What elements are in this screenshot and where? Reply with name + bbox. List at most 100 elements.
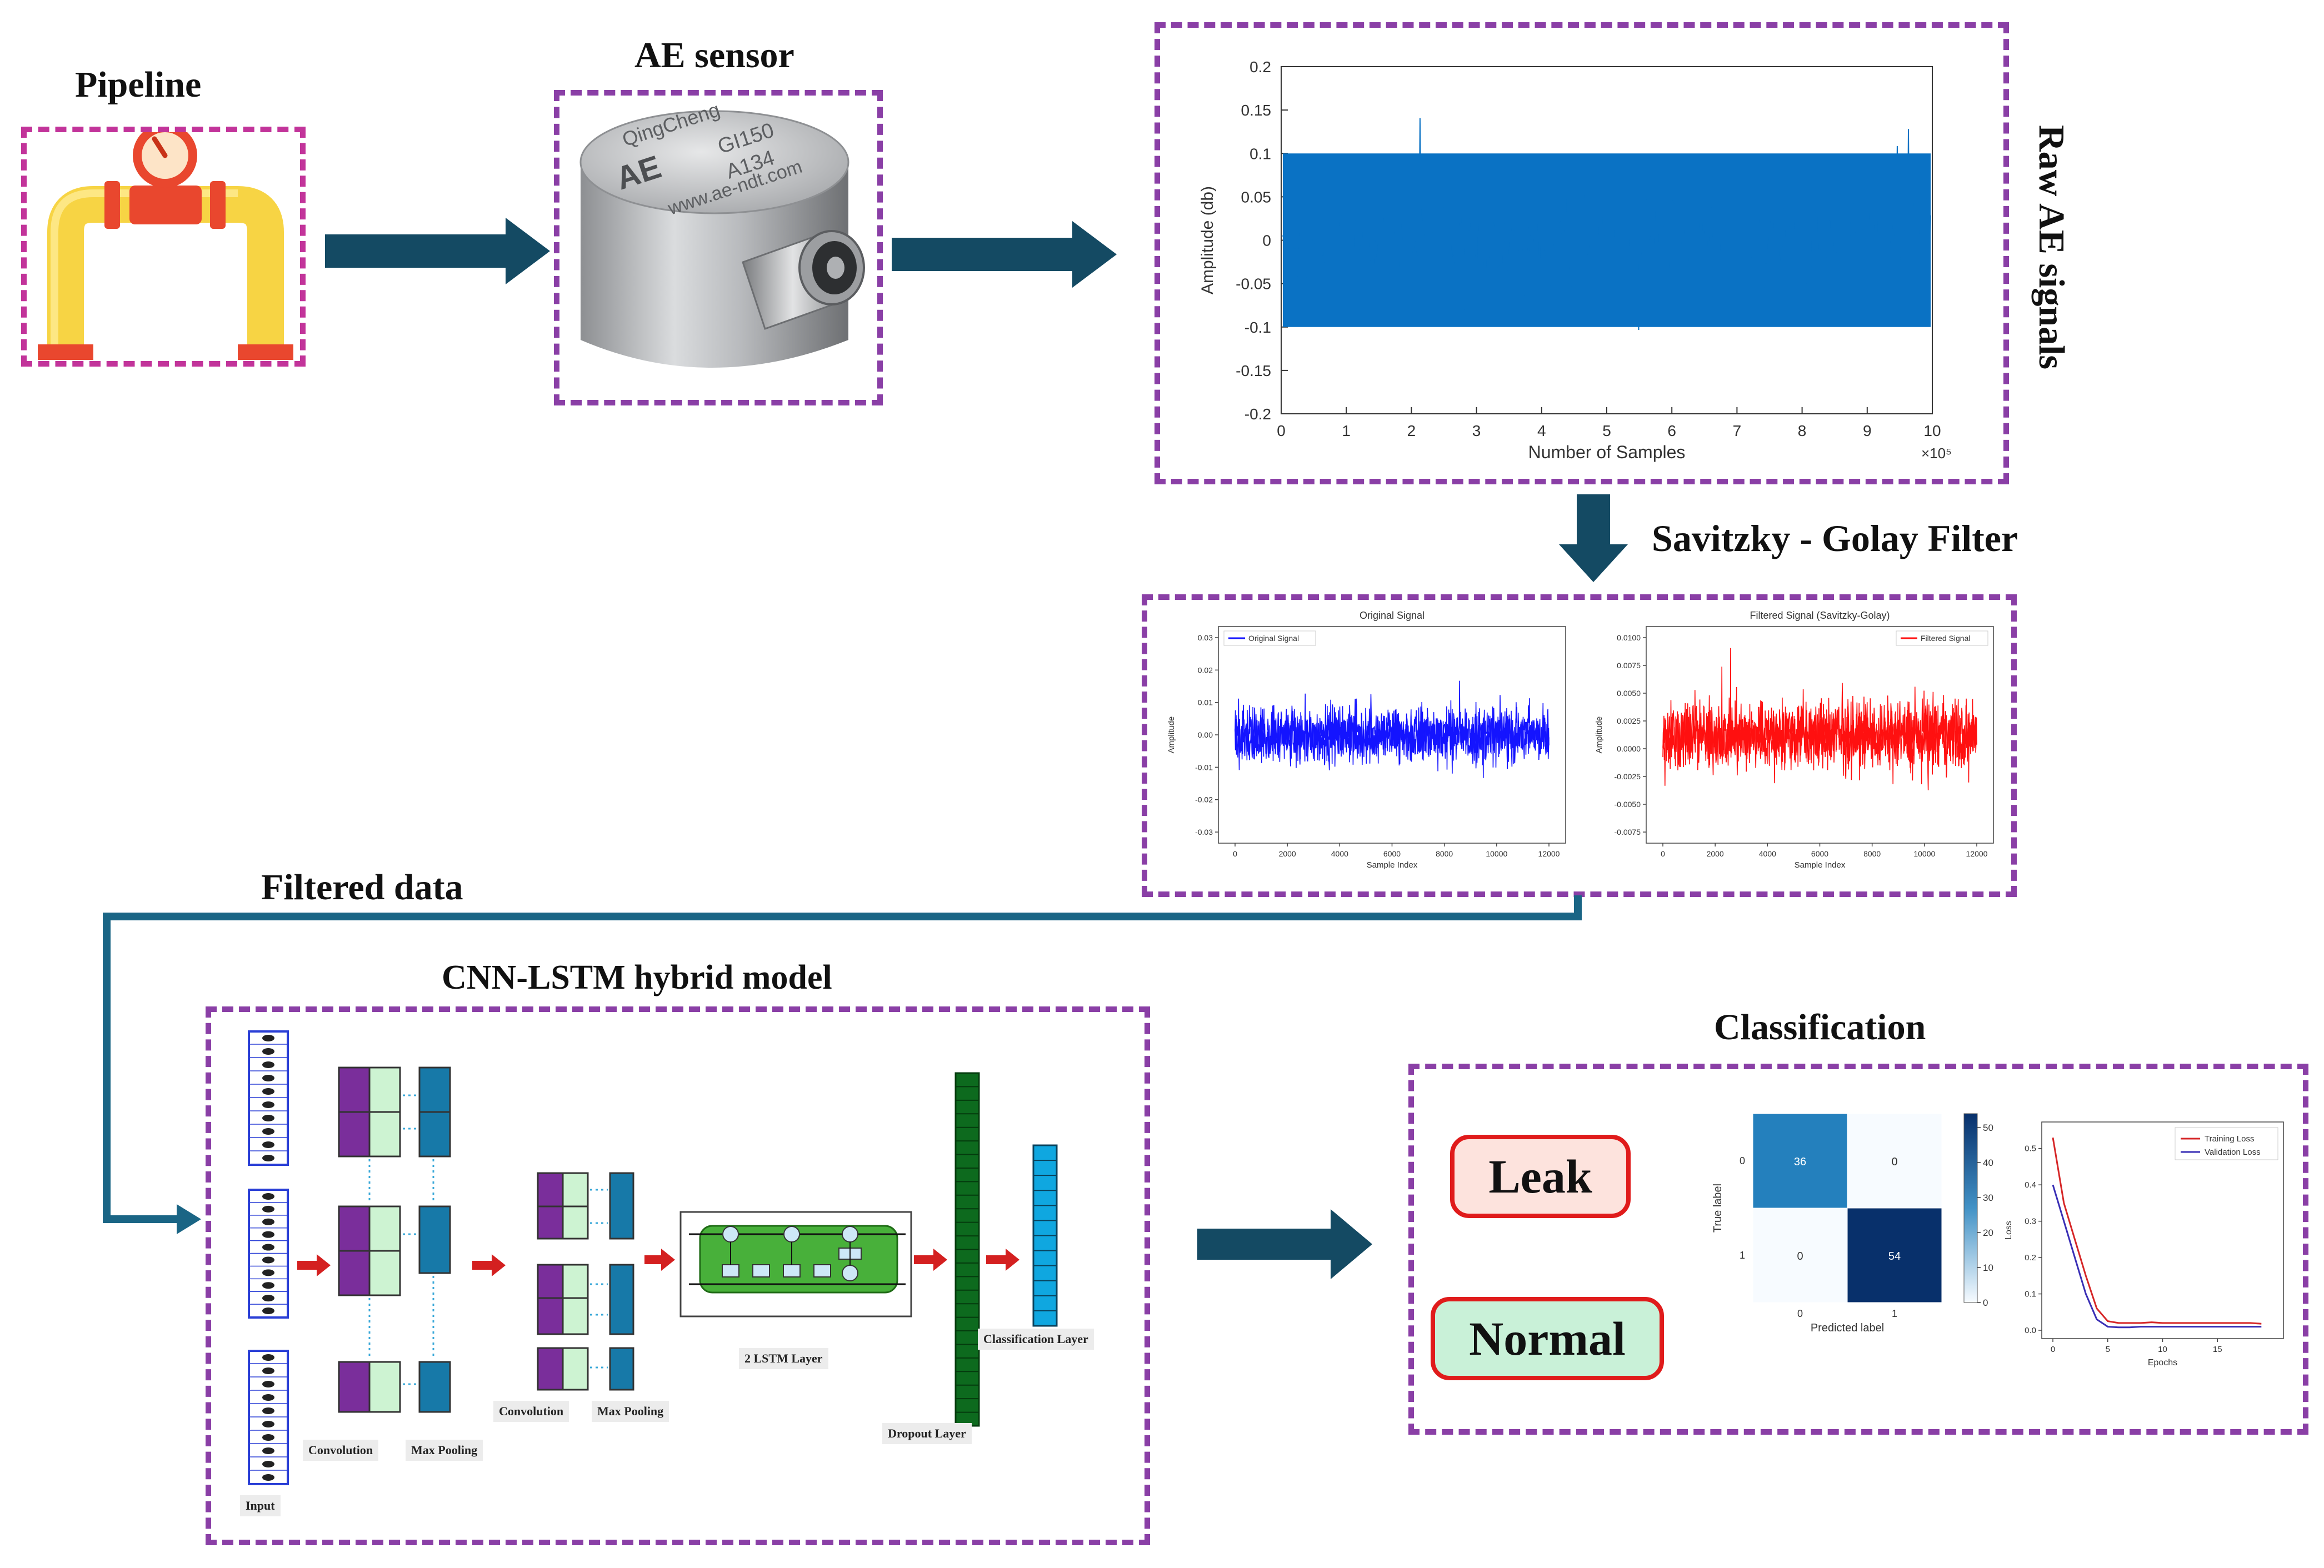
classification-layer-block bbox=[1032, 1144, 1058, 1327]
raw-x-tick-label: 7 bbox=[1733, 422, 1742, 439]
filt-y-tick-label: 0.0000 bbox=[1617, 744, 1641, 753]
pipeline-box bbox=[21, 127, 306, 367]
convolution-block-2 bbox=[537, 1172, 589, 1391]
filt-x-axis-label: Sample Index bbox=[1795, 860, 1846, 870]
pooling-block-1 bbox=[418, 1066, 451, 1413]
orig-x-tick-label: 2000 bbox=[1279, 849, 1296, 858]
raw-x-tick-label: 5 bbox=[1602, 422, 1611, 439]
raw-x-tick-label: 8 bbox=[1798, 422, 1807, 439]
loss-legend bbox=[2175, 1127, 2278, 1160]
orig-legend-label: Original Signal bbox=[1248, 634, 1299, 643]
raw-x-axis-label: Number of Samples bbox=[1528, 442, 1686, 462]
confusion-row-tick: 0 bbox=[1740, 1155, 1745, 1166]
raw-x-exponent: ×10⁵ bbox=[1921, 445, 1952, 462]
filt-x-tick-label: 8000 bbox=[1863, 849, 1881, 858]
loss-x-tick: 10 bbox=[2158, 1345, 2167, 1354]
filt-x-tick-label: 2000 bbox=[1707, 849, 1724, 858]
filt-y-tick-label: 0.0075 bbox=[1617, 661, 1641, 670]
filt-x-tick-label: 6000 bbox=[1811, 849, 1828, 858]
convolution-label-2: Convolution bbox=[493, 1401, 569, 1422]
raw-ae-signals-title: Raw AE signals bbox=[2031, 125, 2072, 370]
leak-chip: Leak bbox=[1450, 1135, 1631, 1218]
filtered-signal-chart: Filtered Signal (Savitzky-Golay) 0.0100 0.… bbox=[1595, 610, 1994, 870]
raw-x-tick-label: 3 bbox=[1472, 422, 1481, 439]
orig-x-tick-label: 0 bbox=[1233, 849, 1237, 858]
raw-y-tick-label: 0 bbox=[1262, 232, 1271, 249]
raw-y-tick-label: -0.15 bbox=[1236, 362, 1271, 379]
raw-y-tick-label: -0.2 bbox=[1245, 405, 1271, 423]
classification-title: Classification bbox=[1714, 1007, 1926, 1048]
lstm-label: 2 LSTM Layer bbox=[739, 1348, 828, 1369]
orig-title: Original Signal bbox=[1360, 610, 1425, 621]
colorbar-tick: 10 bbox=[1983, 1263, 1993, 1273]
flow-arrows bbox=[297, 1249, 1019, 1276]
classification-layer-label: Classification Layer bbox=[978, 1329, 1094, 1350]
filt-y-tick-label: -0.0025 bbox=[1615, 772, 1641, 781]
raw-y-axis-label: Amplitude (db) bbox=[1198, 186, 1217, 294]
confusion-cell bbox=[1847, 1208, 1942, 1303]
filt-y-tick-label: 0.0100 bbox=[1617, 633, 1641, 642]
filt-x-tick-label: 4000 bbox=[1759, 849, 1776, 858]
loss-legend-label: Validation Loss bbox=[2205, 1148, 2261, 1157]
filter-title: Savitzky - Golay Filter bbox=[1652, 517, 2018, 559]
orig-x-axis-label: Sample Index bbox=[1367, 860, 1418, 870]
colorbar-tick: 20 bbox=[1983, 1228, 1993, 1238]
orig-x-tick-label: 12000 bbox=[1538, 849, 1560, 858]
confusion-cell-value: 54 bbox=[1888, 1250, 1901, 1263]
dropout-label: Dropout Layer bbox=[882, 1423, 972, 1444]
max-pooling-label-1: Max Pooling bbox=[406, 1440, 483, 1461]
confusion-cell-value: 0 bbox=[1891, 1156, 1897, 1168]
raw-signal-trace bbox=[1282, 118, 1931, 330]
training-loss-line bbox=[2052, 1137, 2262, 1325]
orig-y-tick-label: 0.02 bbox=[1198, 665, 1213, 674]
orig-y-axis-label: Amplitude bbox=[1167, 717, 1176, 754]
raw-y-tick-label: 0.1 bbox=[1250, 145, 1271, 162]
loss-y-tick: 0.4 bbox=[2025, 1180, 2036, 1190]
raw-y-tick-label: -0.05 bbox=[1236, 275, 1271, 293]
confusion-cell-value: 36 bbox=[1794, 1156, 1806, 1168]
dropout-layer bbox=[954, 1072, 980, 1427]
loss-x-tick: 5 bbox=[2106, 1345, 2110, 1354]
loss-x-tick: 15 bbox=[2213, 1345, 2222, 1354]
raw-x-tick-label: 9 bbox=[1863, 422, 1872, 439]
filt-x-tick-label: 12000 bbox=[1966, 849, 1988, 858]
confusion-col-tick: 1 bbox=[1892, 1308, 1897, 1319]
filt-y-tick-label: -0.0050 bbox=[1615, 800, 1641, 809]
raw-x-tick-label: 4 bbox=[1537, 422, 1546, 439]
filt-legend-label: Filtered Signal bbox=[1921, 634, 1971, 643]
convolution-block-1 bbox=[338, 1066, 401, 1413]
confusion-cell bbox=[1847, 1113, 1942, 1209]
arrow-model-to-classification bbox=[1197, 1209, 1372, 1279]
raw-x-tick-label: 6 bbox=[1667, 422, 1676, 439]
filt-y-tick-label: -0.0075 bbox=[1615, 828, 1641, 836]
orig-x-tick-label: 4000 bbox=[1331, 849, 1348, 858]
raw-y-tick-label: 0.2 bbox=[1250, 58, 1271, 76]
colorbar-tick: 50 bbox=[1983, 1123, 1993, 1133]
filt-x-tick-label: 10000 bbox=[1913, 849, 1935, 858]
pooling-block-2 bbox=[609, 1172, 634, 1391]
pipeline-icon bbox=[38, 132, 293, 360]
loss-y-tick: 0.2 bbox=[2025, 1253, 2036, 1263]
filtered-data-title: Filtered data bbox=[261, 867, 463, 908]
lstm-block bbox=[679, 1211, 912, 1317]
colorbar-tick: 40 bbox=[1983, 1158, 1993, 1168]
arrow-raw-to-filter bbox=[1559, 494, 1628, 582]
confusion-col-tick: 0 bbox=[1797, 1308, 1803, 1319]
filt-title: Filtered Signal (Savitzky-Golay) bbox=[1750, 610, 1890, 621]
orig-y-tick-label: -0.03 bbox=[1195, 828, 1213, 836]
loss-y-tick: 0.5 bbox=[2025, 1144, 2036, 1154]
loss-y-tick: 0.3 bbox=[2025, 1217, 2036, 1226]
input-label: Input bbox=[240, 1495, 281, 1516]
filt-y-tick-label: 0.0050 bbox=[1617, 689, 1641, 698]
loss-x-label: Epochs bbox=[2148, 1358, 2177, 1367]
orig-y-tick-label: -0.02 bbox=[1195, 795, 1213, 804]
cnn-lstm-box: Input Convolution Max Pooling Convolutio… bbox=[206, 1006, 1150, 1545]
confusion-row-tick: 1 bbox=[1740, 1250, 1745, 1261]
raw-x-tick-label: 0 bbox=[1277, 422, 1286, 439]
pipeline-title: Pipeline bbox=[75, 64, 202, 105]
loss-x-tick: 0 bbox=[2051, 1345, 2055, 1354]
orig-x-tick-label: 8000 bbox=[1436, 849, 1453, 858]
filt-y-tick-label: 0.0025 bbox=[1617, 717, 1641, 725]
confusion-cell bbox=[1752, 1208, 1848, 1303]
